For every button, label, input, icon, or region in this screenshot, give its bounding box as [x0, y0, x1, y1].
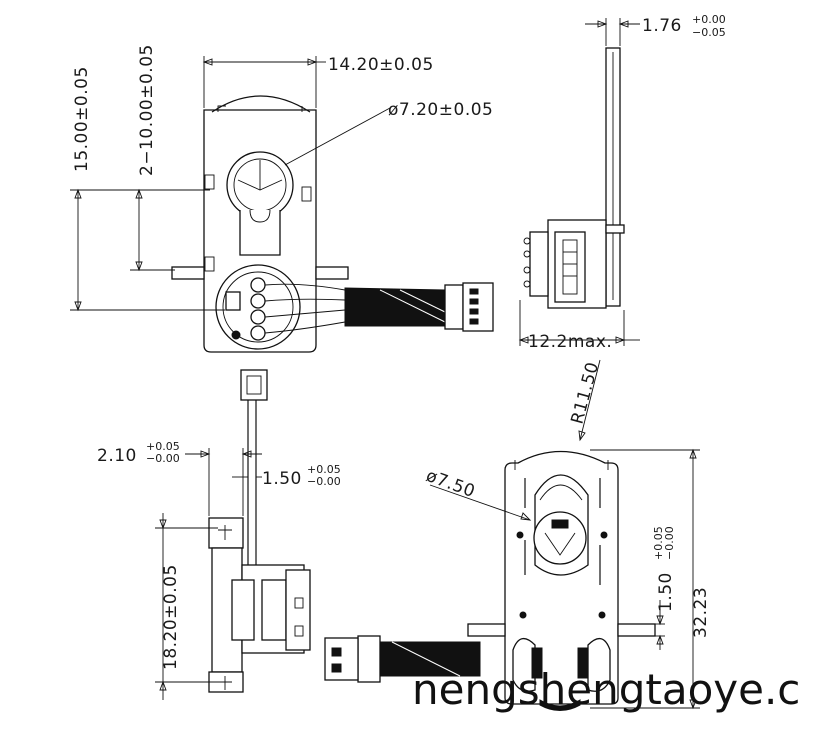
- dim-thickness-base: 1.76: [642, 16, 682, 36]
- dim-tab-width-tol-lower: −0.00: [146, 452, 180, 465]
- side-view-right: [523, 47, 625, 309]
- dim-thickness-tol-lower: −0.05: [692, 26, 726, 39]
- dim-tab-gap-tol-lower: −0.00: [663, 526, 676, 560]
- dim-overall-length: 32.23: [691, 587, 711, 638]
- side-view-left: [208, 369, 311, 693]
- dim-tab-gap-tol-upper: +0.05: [652, 526, 665, 560]
- dim-side-height: 18.20±0.05: [161, 564, 181, 670]
- dim-hole-dia-bottom: ø7.50: [423, 466, 478, 502]
- dim-tab-thickness-tol-lower: −0.00: [307, 475, 341, 488]
- side-view-left-dimensions: 2.10 +0.05 −0.00 1.50 +0.05 −0.00 18.20±…: [97, 440, 341, 700]
- front-view: [171, 95, 494, 353]
- dim-height-total: 15.00±0.05: [72, 66, 92, 172]
- watermark-text: nengshengtaoye.c: [412, 665, 800, 714]
- dim-width-top: 14.20±0.05: [328, 55, 434, 75]
- front-view-dimensions: 14.20±0.05 ø7.20±0.05 15.00±0.05 2−10.00…: [70, 44, 493, 312]
- dim-tab-thickness-tol-upper: +0.05: [307, 463, 341, 476]
- dim-pitch-vertical: 2−10.00±0.05: [137, 44, 157, 176]
- side-view-dimensions: 1.76 +0.00 −0.05 12.2max.: [518, 13, 726, 352]
- dim-thickness-tol-upper: +0.00: [692, 13, 726, 26]
- dim-depth-max: 12.2max.: [528, 332, 612, 352]
- dim-tab-thickness: 1.50: [262, 469, 302, 489]
- bottom-view: [324, 450, 656, 711]
- dim-tab-gap: 1.50: [656, 572, 676, 612]
- dim-tab-width: 2.10: [97, 446, 137, 466]
- dim-hole-dia-top: ø7.20±0.05: [388, 100, 493, 120]
- dim-tab-width-tol-upper: +0.05: [146, 440, 180, 453]
- dim-radius: R11.50: [568, 360, 604, 426]
